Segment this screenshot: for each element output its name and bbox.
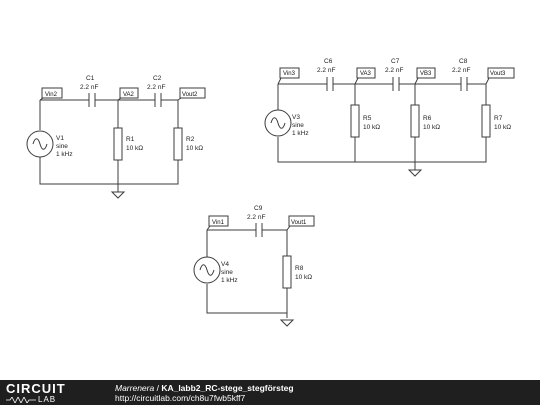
- ground-icon: [407, 169, 423, 177]
- footer-url[interactable]: http://circuitlab.com/ch8u7fwb5kff7: [115, 393, 246, 403]
- node-label-vb3[interactable]: VB3: [414, 67, 436, 85]
- v4-type: sine: [221, 269, 233, 276]
- v3-name: V3: [292, 114, 300, 121]
- v1-freq: 1 kHz: [56, 151, 73, 158]
- r1-name: R1: [126, 136, 135, 143]
- r5-value: 10 kΩ: [363, 124, 380, 131]
- capacitor-c2[interactable]: C2 2.2 nF: [147, 75, 165, 107]
- wire: [39, 157, 179, 185]
- footer-title-line: Marrenera / KA_labb2_RC-stege_stegförste…: [115, 383, 294, 393]
- footer-circuit-title[interactable]: KA_labb2_RC-stege_stegförsteg: [161, 383, 294, 393]
- c2-value: 2.2 nF: [147, 84, 165, 91]
- v3-type: sine: [292, 122, 304, 129]
- resistor-r1[interactable]: R1 10 kΩ: [113, 127, 143, 161]
- r6-name: R6: [423, 115, 432, 122]
- wire: [467, 83, 487, 105]
- source-v1[interactable]: V1 sine 1 kHz: [26, 130, 73, 158]
- wire: [161, 99, 179, 128]
- schematic-svg: C1 2.2 nF C2 2.2 nF R1 10 kΩ R2 10 kΩ V1…: [26, 58, 515, 327]
- logo-bottom-row: LAB: [6, 395, 66, 404]
- wire: [277, 137, 487, 163]
- v4-name: V4: [221, 261, 229, 268]
- node-label-vin1[interactable]: Vin1: [206, 215, 229, 231]
- c2-name: C2: [153, 75, 162, 82]
- r1-value: 10 kΩ: [126, 145, 143, 152]
- c9-value: 2.2 nF: [247, 214, 265, 221]
- c6-value: 2.2 nF: [317, 67, 335, 74]
- node-va3: VA3: [360, 71, 372, 77]
- node-label-vout1[interactable]: Vout1: [286, 215, 315, 231]
- sine-wave-icon: [270, 117, 286, 129]
- resistor-r8[interactable]: R8 10 kΩ: [282, 255, 312, 289]
- node-label-vin3[interactable]: Vin3: [277, 67, 300, 85]
- node-label-va3[interactable]: VA3: [354, 67, 376, 85]
- c1-value: 2.2 nF: [80, 84, 98, 91]
- capacitor-c8[interactable]: C8 2.2 nF: [452, 58, 470, 91]
- c8-name: C8: [459, 58, 468, 65]
- source-v4[interactable]: V4 sine 1 kHz: [193, 256, 238, 284]
- logo-text-bottom: LAB: [38, 395, 57, 404]
- capacitor-c9[interactable]: C9 2.2 nF: [247, 205, 265, 237]
- v1-name: V1: [56, 135, 64, 142]
- node-va2: VA2: [123, 92, 135, 98]
- wire: [206, 284, 288, 318]
- node-vout1: Vout1: [291, 220, 307, 226]
- node-vout3: Vout3: [490, 71, 506, 77]
- footer-separator: /: [154, 383, 162, 393]
- circuit-c: C9 2.2 nF R8 10 kΩ V4 sine 1 kHz Vin1 Vo…: [193, 205, 315, 327]
- node-vb3: VB3: [420, 71, 432, 77]
- footer-bar: CIRCUIT LAB Marrenera / KA_labb2_RC-steg…: [0, 380, 540, 405]
- v3-freq: 1 kHz: [292, 130, 309, 137]
- r5-name: R5: [363, 115, 372, 122]
- circuit-a: C1 2.2 nF C2 2.2 nF R1 10 kΩ R2 10 kΩ V1…: [26, 75, 206, 199]
- r2-name: R2: [186, 136, 195, 143]
- node-vin1: Vin1: [212, 220, 225, 226]
- c7-value: 2.2 nF: [385, 67, 403, 74]
- node-label-vin2[interactable]: Vin2: [39, 87, 63, 101]
- r8-name: R8: [295, 265, 304, 272]
- node-label-vout2[interactable]: Vout2: [177, 87, 206, 101]
- r6-value: 10 kΩ: [423, 124, 440, 131]
- r8-value: 10 kΩ: [295, 274, 312, 281]
- node-vin2: Vin2: [45, 92, 58, 98]
- resistor-r2[interactable]: R2 10 kΩ: [173, 127, 203, 161]
- c9-name: C9: [254, 205, 263, 212]
- c8-value: 2.2 nF: [452, 67, 470, 74]
- sine-wave-icon: [199, 264, 215, 276]
- wire: [262, 229, 288, 256]
- resistor-r7[interactable]: R7 10 kΩ: [481, 104, 511, 138]
- c1-name: C1: [86, 75, 95, 82]
- source-v3[interactable]: V3 sine 1 kHz: [264, 109, 309, 137]
- node-vout2: Vout2: [182, 92, 198, 98]
- circuitlab-logo[interactable]: CIRCUIT LAB: [6, 382, 66, 404]
- ground-icon: [279, 319, 295, 327]
- logo-text-top: CIRCUIT: [6, 381, 66, 396]
- node-label-va2[interactable]: VA2: [117, 87, 139, 101]
- footer-author[interactable]: Marrenera: [115, 383, 155, 393]
- resistor-r5[interactable]: R5 10 kΩ: [350, 104, 380, 138]
- circuit-b: C6 2.2 nF C7 2.2 nF C8 2.2 nF R5 10 kΩ R…: [264, 58, 515, 177]
- resistor-zigzag-icon: [6, 396, 36, 403]
- footer-meta: Marrenera / KA_labb2_RC-stege_stegförste…: [115, 383, 294, 403]
- v1-type: sine: [56, 143, 68, 150]
- v4-freq: 1 kHz: [221, 277, 238, 284]
- node-label-vout3[interactable]: Vout3: [485, 67, 515, 85]
- node-vin3: Vin3: [283, 71, 296, 77]
- resistor-r6[interactable]: R6 10 kΩ: [410, 104, 440, 138]
- r7-name: R7: [494, 115, 503, 122]
- capacitor-c1[interactable]: C1 2.2 nF: [80, 75, 98, 107]
- sine-wave-icon: [32, 138, 48, 150]
- r2-value: 10 kΩ: [186, 145, 203, 152]
- c7-name: C7: [391, 58, 400, 65]
- r7-value: 10 kΩ: [494, 124, 511, 131]
- c6-name: C6: [324, 58, 333, 65]
- capacitor-c7[interactable]: C7 2.2 nF: [385, 58, 403, 91]
- capacitor-c6[interactable]: C6 2.2 nF: [317, 58, 335, 91]
- ground-icon: [110, 191, 126, 199]
